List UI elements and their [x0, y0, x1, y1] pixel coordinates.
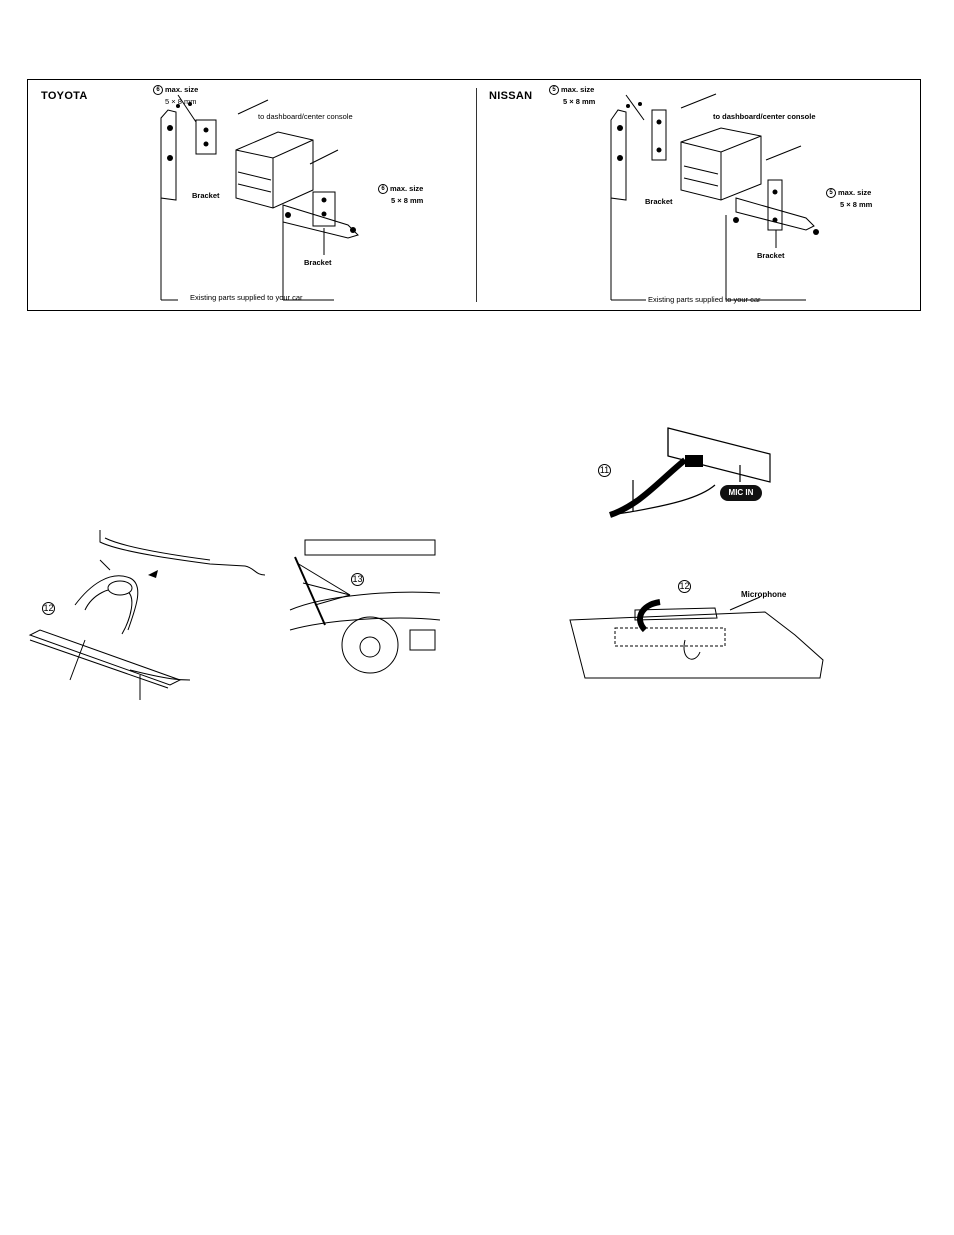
mic-connection-drawing [590, 420, 790, 530]
pillar-drawing [285, 535, 445, 670]
mic-in-jack-label: MIC IN [720, 485, 762, 501]
visor-drawing [565, 580, 835, 685]
pillar-callout: 13 [351, 573, 364, 586]
clip-callout: 12 [42, 602, 55, 615]
clip-drawing [30, 530, 270, 705]
mic-connection-figure: 11 [590, 420, 790, 530]
microphone-label: Microphone [741, 590, 786, 599]
toyota-bracket-drawing [28, 80, 468, 310]
pillar-figure: 13 [285, 535, 445, 670]
visor-callout: 12 [678, 580, 691, 593]
mic-connection-callout: 11 [598, 464, 611, 477]
clip-figure: 12 [30, 530, 270, 705]
visor-microphone-figure: 12 Microphone [565, 580, 835, 685]
nissan-bracket-drawing [476, 80, 916, 310]
